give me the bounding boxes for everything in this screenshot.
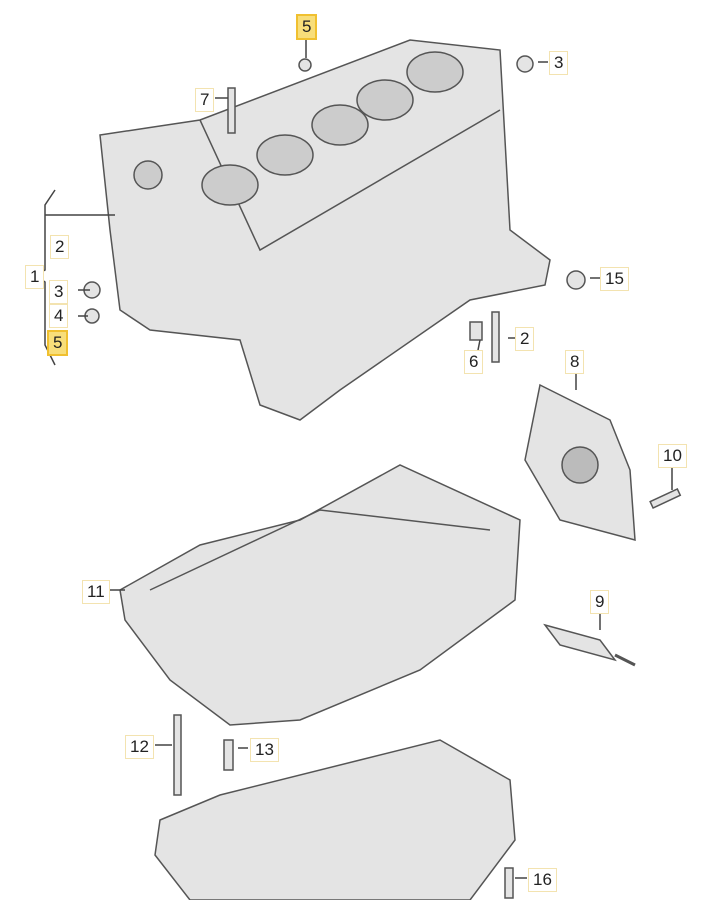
callout-16[interactable]: 16 bbox=[528, 868, 557, 892]
callout-7[interactable]: 7 bbox=[195, 88, 215, 112]
callout-2-bolt[interactable]: 2 bbox=[515, 327, 535, 351]
callout-9[interactable]: 9 bbox=[590, 590, 610, 614]
callout-13[interactable]: 13 bbox=[250, 738, 279, 762]
callout-1[interactable]: 1 bbox=[25, 265, 45, 289]
callout-12[interactable]: 12 bbox=[125, 735, 154, 759]
callout-3-top[interactable]: 3 bbox=[549, 51, 569, 75]
callout-2-group[interactable]: 2 bbox=[50, 235, 70, 259]
lower-oil-pan bbox=[154, 739, 516, 900]
callout-5-group[interactable]: 5 bbox=[47, 330, 69, 356]
callout-4[interactable]: 4 bbox=[49, 304, 69, 328]
sealant-tube bbox=[543, 623, 617, 662]
callout-10[interactable]: 10 bbox=[658, 444, 687, 468]
callout-11[interactable]: 11 bbox=[82, 580, 110, 604]
engine-block bbox=[99, 39, 551, 421]
callout-3-group[interactable]: 3 bbox=[49, 280, 69, 304]
upper-oil-pan bbox=[119, 464, 521, 726]
callout-6[interactable]: 6 bbox=[464, 350, 484, 374]
callout-8[interactable]: 8 bbox=[565, 350, 585, 374]
callout-5-top[interactable]: 5 bbox=[296, 14, 318, 40]
callout-15[interactable]: 15 bbox=[600, 267, 629, 291]
